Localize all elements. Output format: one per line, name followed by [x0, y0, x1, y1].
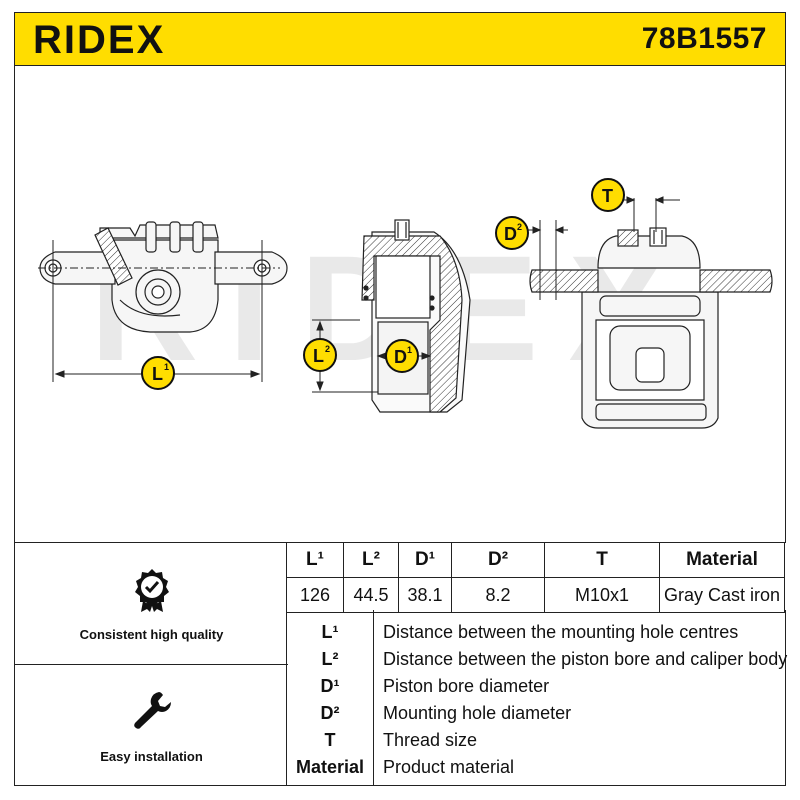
spec-header-d1: D¹ [398, 542, 452, 578]
features-divider [15, 664, 288, 665]
badge-l2: L 2 [303, 338, 337, 372]
legend-description: Piston bore diameter [383, 676, 550, 696]
spec-value-t: M10x1 [544, 577, 660, 613]
legend-row: Material Product material [287, 753, 787, 779]
badge-l1: L 1 [141, 356, 175, 390]
svg-text:2: 2 [325, 344, 330, 354]
spec-value-d1: 38.1 [398, 577, 452, 613]
ridex-logo: RIDEX [33, 19, 165, 59]
legend-key-column [287, 610, 374, 785]
feature-label-installation: Easy installation [100, 749, 203, 764]
spec-value-material: Gray Cast iron [659, 577, 785, 613]
spec-value-l2: 44.5 [343, 577, 399, 613]
spec-header-d2: D² [451, 542, 545, 578]
caliper-diagram: RIDEX [38, 178, 773, 429]
legend-table: L¹ Distance between the mounting hole ce… [286, 610, 788, 786]
legend-key: D¹ [320, 676, 340, 696]
spec-header-row: L¹ L² D¹ D² T Material [286, 542, 785, 578]
legend-row: L² Distance between the piston bore and … [287, 645, 788, 671]
features-panel: Consistent high quality Easy installatio… [14, 542, 288, 786]
spec-value-l1: 126 [286, 577, 344, 613]
legend-description: Distance between the piston bore and cal… [383, 649, 788, 669]
quality-badge-icon [135, 569, 169, 612]
part-number: 78B1557 [641, 22, 767, 55]
svg-text:T: T [602, 186, 613, 206]
svg-text:2: 2 [517, 222, 522, 232]
spec-header-material: Material [659, 542, 785, 578]
legend-description: Thread size [383, 730, 478, 750]
svg-text:1: 1 [407, 345, 412, 355]
feature-label-quality: Consistent high quality [79, 627, 224, 642]
spec-value-d2: 8.2 [451, 577, 545, 613]
legend-row: D¹ Piston bore diameter [287, 672, 787, 698]
spec-header-l2: L² [343, 542, 399, 578]
caliper-side-view [529, 227, 773, 429]
svg-text:L: L [152, 364, 163, 384]
svg-text:D: D [394, 347, 407, 367]
spec-header-t: T [544, 542, 660, 578]
spec-table: L¹ L² D¹ D² T Material 126 44.5 38.1 8.2… [286, 542, 785, 613]
legend-key: T [324, 730, 336, 750]
l2-dimension [312, 319, 432, 393]
legend-key: L¹ [321, 622, 339, 642]
legend-key: Material [295, 757, 365, 777]
svg-text:L: L [313, 346, 324, 366]
spec-header-l1: L¹ [286, 542, 344, 578]
legend-description: Product material [383, 757, 515, 777]
svg-text:1: 1 [164, 362, 169, 372]
spec-value-row: 126 44.5 38.1 8.2 M10x1 Gray Cast iron [286, 577, 785, 613]
svg-text:D: D [504, 224, 517, 244]
legend-row: T Thread size [287, 726, 787, 752]
legend-row: L¹ Distance between the mounting hole ce… [287, 618, 787, 644]
legend-key: L² [321, 649, 339, 669]
legend-key: D² [320, 703, 340, 723]
header-bar: RIDEX 78B1557 [14, 12, 786, 66]
legend-description: Distance between the mounting hole centr… [383, 622, 739, 642]
badge-t: T [591, 178, 625, 212]
legend-description: Mounting hole diameter [383, 703, 572, 723]
svg-text:RIDEX: RIDEX [33, 19, 165, 59]
badge-d2: D 2 [495, 216, 529, 250]
badge-d1: D 1 [385, 339, 419, 373]
legend-row: D² Mounting hole diameter [287, 699, 787, 725]
wrench-icon [134, 692, 171, 729]
